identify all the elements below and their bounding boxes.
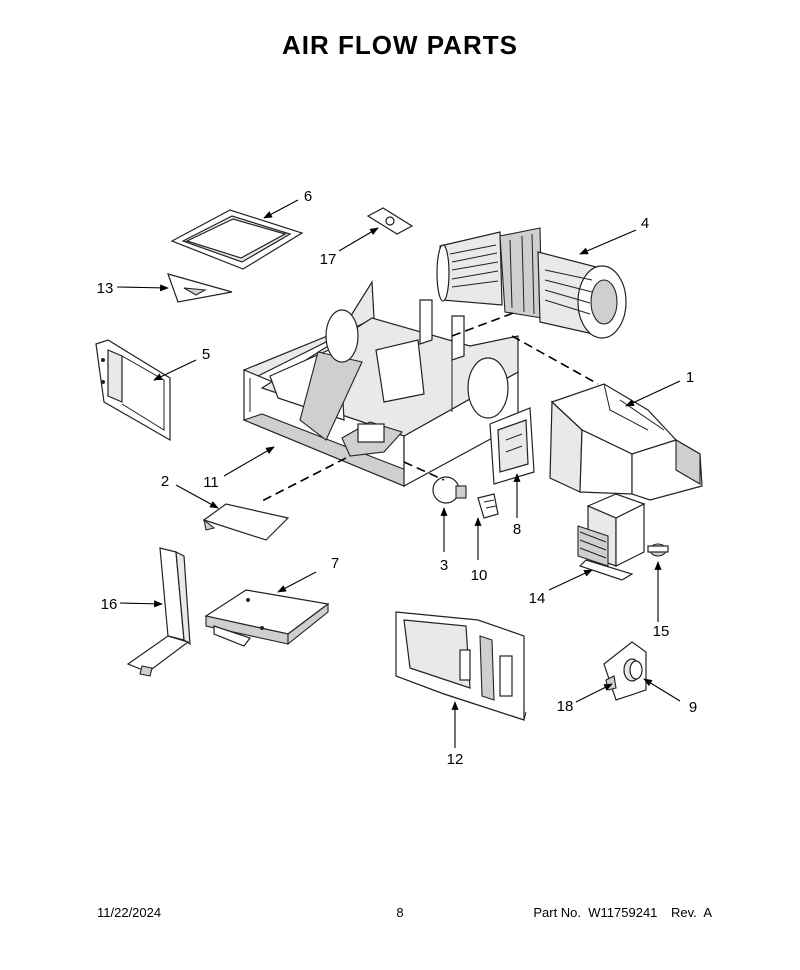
part-8-bracket: [489, 407, 535, 485]
callout-16: 16: [101, 596, 118, 613]
part-5-side-bracket: [95, 339, 171, 442]
part-4-blower-motor: [436, 227, 627, 339]
part-17-label-plate: [366, 207, 414, 235]
part-16-support-bracket: [126, 547, 191, 677]
part-no-label: Part No.: [533, 905, 582, 920]
callout-13: 13: [97, 280, 114, 297]
callout-9: 9: [689, 699, 697, 716]
callout-5: 5: [202, 346, 210, 363]
part-1-air-duct: [549, 383, 703, 501]
part-14-transformer: [577, 493, 646, 581]
footer-part-number: Part No. W11759241 Rev. A: [533, 905, 712, 920]
part-12-panel: [395, 611, 527, 721]
callout-12: 12: [447, 751, 464, 768]
page-title: AIR FLOW PARTS: [282, 30, 518, 60]
footer-date: 11/22/2024: [97, 905, 162, 920]
footer-page-number: 8: [396, 905, 404, 920]
leader-lines: [116, 199, 681, 748]
callout-4: 4: [641, 215, 649, 232]
callout-18: 18: [557, 698, 574, 715]
assembly-lines: [259, 311, 599, 503]
callout-2: 2: [161, 473, 169, 490]
callout-15: 15: [653, 623, 670, 640]
callout-6: 6: [304, 188, 312, 205]
rev-label: Rev.: [671, 905, 697, 920]
rev-value: A: [703, 905, 712, 920]
part-10-lamp-socket: [477, 493, 499, 519]
part-7-tray: [204, 589, 330, 647]
callout-11: 11: [203, 474, 219, 491]
callout-10: 10: [471, 567, 488, 584]
part-2-cover-plate: [202, 503, 290, 541]
callout-17: 17: [320, 251, 337, 268]
callout-1: 1: [686, 369, 694, 386]
callout-14: 14: [529, 590, 546, 607]
part-6-filter-frame: [170, 209, 304, 270]
part-9-knob: [623, 658, 643, 682]
callout-7: 7: [331, 555, 339, 572]
part-3-lamp-bulb: [432, 476, 467, 504]
part-11-base-housing: [242, 280, 519, 488]
part-15-thermostat: [647, 543, 669, 557]
callout-labels: 6 17 4 13 5 1 11 2 3 10 8 7 14 15 16 9 1…: [97, 188, 698, 768]
part-no-value: W11759241: [588, 905, 658, 920]
callout-3: 3: [440, 557, 448, 574]
part-13-deflector: [167, 273, 233, 303]
callout-8: 8: [513, 521, 521, 538]
